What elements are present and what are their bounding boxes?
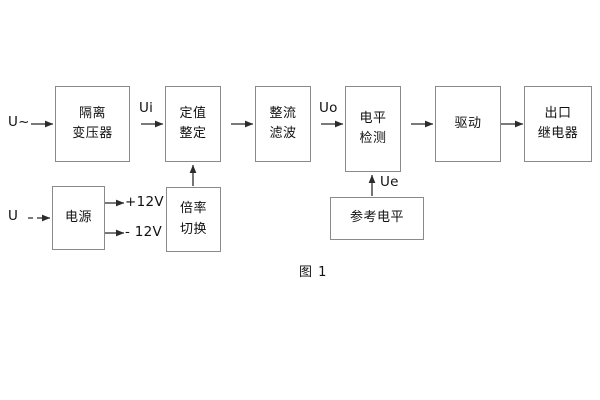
block-line: 定值	[179, 105, 207, 121]
block-line: 继电器	[537, 126, 579, 141]
block-power-supply[interactable]: 电源	[52, 186, 105, 250]
input-label-ac: U~	[8, 114, 30, 130]
block-level-detection[interactable]: 电平 检测	[345, 86, 401, 172]
block-line: 电源	[64, 209, 92, 225]
signal-label-ue: Ue	[380, 174, 399, 190]
block-line: 变压器	[72, 126, 113, 141]
block-rectify-filter[interactable]: 整流 滤波	[255, 86, 311, 162]
block-line: 参考电平	[349, 210, 404, 226]
block-line: 倍率	[179, 201, 207, 217]
block-multiplier-switch[interactable]: 倍率 切换	[166, 187, 221, 252]
figure-caption: 图 1	[299, 265, 328, 280]
block-isolation-transformer[interactable]: 隔离 变压器	[55, 86, 130, 162]
block-setting-value[interactable]: 定值 整定	[165, 86, 221, 162]
block-line: 整定	[179, 126, 207, 141]
rail-label-negative: - 12V	[125, 224, 163, 240]
block-output-relay[interactable]: 出口 继电器	[524, 86, 592, 162]
block-line: 电平	[359, 110, 387, 126]
block-drive[interactable]: 驱动	[435, 86, 501, 162]
block-reference-level[interactable]: 参考电平	[330, 197, 424, 240]
block-line: 切换	[179, 221, 207, 237]
block-line: 整流	[269, 105, 297, 121]
block-line: 检测	[359, 131, 387, 146]
signal-label-ui: Ui	[139, 100, 154, 116]
input-label-dc: U	[8, 208, 19, 224]
block-line: 隔离	[78, 105, 106, 121]
rail-label-positive: +12V	[125, 194, 164, 210]
block-line: 出口	[544, 105, 572, 121]
block-line: 滤波	[269, 126, 297, 141]
block-line: 驱动	[454, 115, 482, 131]
signal-label-uo: Uo	[319, 100, 338, 116]
